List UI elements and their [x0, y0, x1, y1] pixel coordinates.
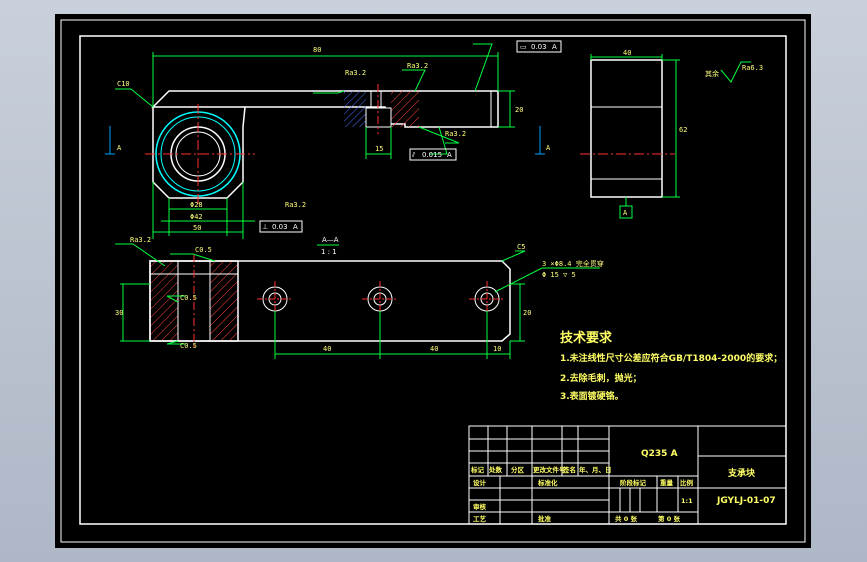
tb-h-design: 设计	[473, 478, 487, 487]
tb-material: Q235 A	[641, 449, 678, 459]
dim-top-length: 80	[313, 46, 321, 54]
tol-par-sym: ⫽	[411, 151, 416, 159]
tol-perp-sym: ⊥	[262, 223, 268, 231]
note-holes-1: 3 ×Φ8.4 完全贯穿	[542, 259, 604, 268]
dim-c05: C0.5	[195, 246, 212, 254]
tb-h-scale: 比例	[680, 478, 694, 487]
rough-e: Ra3.2	[130, 236, 151, 244]
dim-slot-width: 15	[375, 145, 383, 153]
tol-perp-val: 0.03	[272, 223, 288, 231]
title-block	[468, 425, 787, 525]
tb-h-approve: 批准	[538, 514, 552, 523]
inner-border	[79, 35, 787, 525]
tol-flat-val: 0.03	[531, 43, 547, 51]
tb-h-standard: 标准化	[537, 478, 558, 487]
remainder-label: 其余	[705, 69, 719, 78]
tb-h-review: 审核	[473, 502, 487, 511]
section-label: A—A	[322, 236, 339, 244]
tol-par-ref: A	[447, 151, 452, 159]
dim-c10: C10	[117, 80, 130, 88]
dim-base-width: 50	[193, 224, 201, 232]
tb-sheets: 共 0 张	[615, 514, 638, 523]
tb-h-stage: 阶段标记	[620, 478, 647, 487]
tb-h-zone: 分区	[511, 465, 525, 474]
notes-title: 技术要求	[560, 330, 613, 346]
outer-border	[60, 19, 806, 543]
tb-scale-val: 1:1	[681, 497, 693, 505]
tol-perp-ref: A	[293, 223, 298, 231]
tb-part-name: 支承块	[727, 467, 756, 479]
rough-c: Ra3.2	[445, 130, 466, 138]
side-view	[580, 54, 751, 219]
rough-side: Ra6.3	[742, 64, 763, 72]
tol-flat-sym: ▭	[520, 43, 527, 51]
dim-side-width: 40	[623, 49, 631, 57]
tb-h-sign: 签名	[562, 465, 576, 474]
tol-flat-frame	[516, 40, 562, 53]
datum-a-right: A	[546, 144, 551, 152]
dim-bottom-height: 30	[115, 309, 123, 317]
tb-h-date: 年、月、日	[579, 465, 612, 474]
dim-c05-b: C0.5	[180, 342, 197, 350]
tb-h-process: 工艺	[473, 514, 487, 523]
section-view	[115, 243, 600, 359]
tol-par-frame	[409, 148, 457, 161]
tol-flat-ref: A	[552, 43, 557, 51]
dim-right-height: 20	[523, 309, 531, 317]
rough-b: Ra3.2	[407, 62, 428, 70]
tb-drawing-no: JGYLJ-01-07	[716, 496, 776, 506]
side-datum: A	[623, 209, 628, 217]
dim-side-height: 62	[679, 126, 687, 134]
top-view	[105, 43, 545, 239]
notes-line-3: 3.表面镀硬铬。	[560, 390, 624, 402]
section-scale: 1 : 1	[321, 248, 337, 256]
tb-h-weight: 重量	[660, 478, 674, 487]
notes-line-1: 1.未注线性尺寸公差应符合GB/T1804-2000的要求；	[560, 352, 782, 364]
tol-par-val: 0.015	[422, 151, 442, 159]
drawing-sheet: 80 C10 Ra3.2 Ra3.2 Ra3.2 Ra3.2 Ra3.2 Ra6…	[55, 14, 811, 548]
dim-end-dist: 10	[493, 345, 501, 353]
datum-a-left: A	[117, 144, 122, 152]
note-holes-2: Φ 15 ▽ 5	[542, 271, 576, 279]
dim-span-2: 40	[430, 345, 438, 353]
tb-h-mark: 标记	[470, 465, 485, 474]
dim-outer: Φ42	[190, 213, 203, 221]
notes-line-2: 2.去除毛刺，抛光；	[560, 372, 642, 384]
rough-d: Ra3.2	[285, 201, 306, 209]
tb-h-change: 更改文件号	[533, 465, 566, 474]
dim-height-r: 20	[515, 106, 523, 114]
cad-drawing: 80 C10 Ra3.2 Ra3.2 Ra3.2 Ra3.2 Ra3.2 Ra6…	[60, 19, 806, 543]
dim-span-1: 40	[323, 345, 331, 353]
tol-perp-frame	[259, 220, 303, 233]
dim-bore: Φ28	[190, 201, 203, 209]
dim-c05-a: C0.5	[180, 294, 197, 302]
tb-sheet-no: 第 0 张	[658, 514, 681, 523]
tb-h-count: 处数	[488, 465, 503, 474]
rough-a: Ra3.2	[345, 69, 366, 77]
dim-c5: C5	[517, 243, 525, 251]
